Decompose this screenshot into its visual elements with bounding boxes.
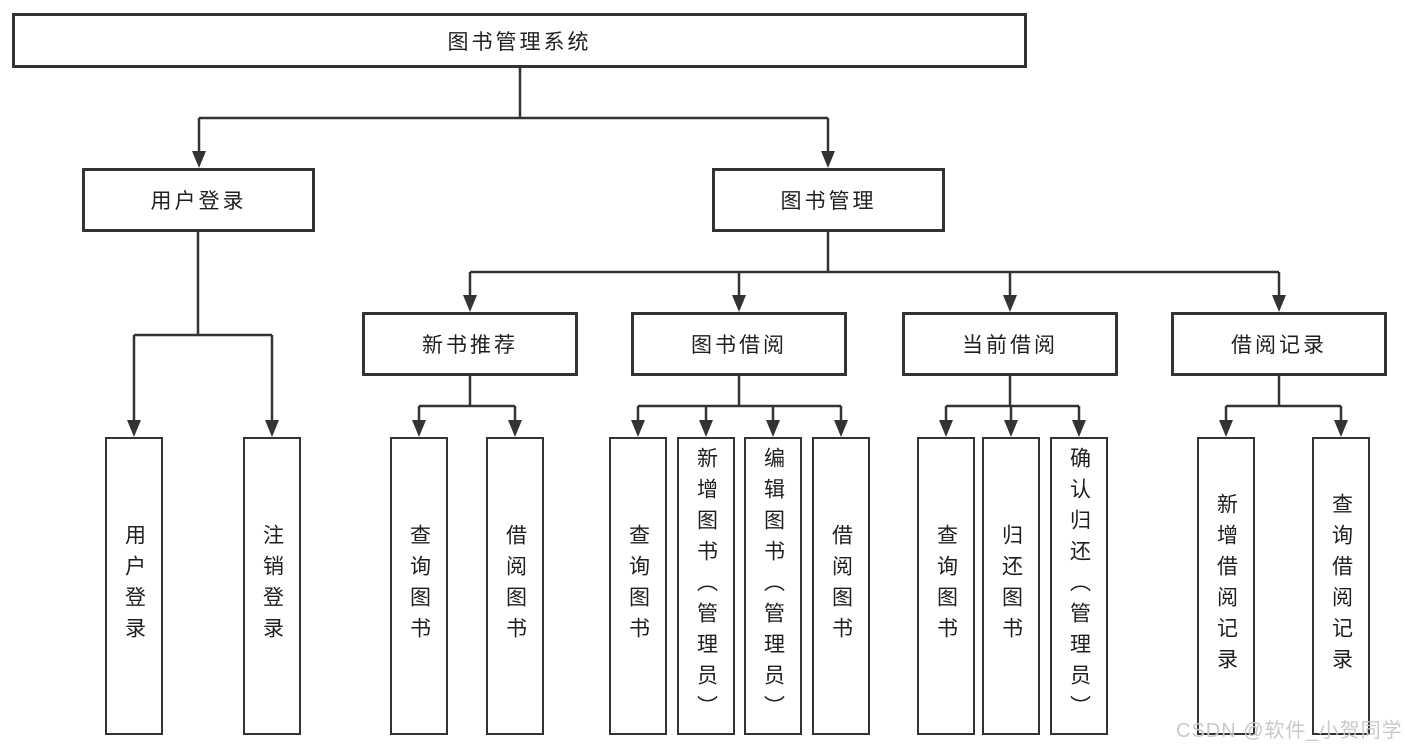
node-label: 用户登录 [150,190,247,213]
node-borrow-records: 借阅记录 [1171,312,1387,376]
leaf-label: 确认归还（管理员） [1067,446,1091,726]
leaf-query-book-current: 查询图书 [917,437,975,735]
node-book-management-group: 图书管理 [712,168,945,232]
leaf-confirm-return-admin: 确认归还（管理员） [1050,437,1108,735]
leaf-label: 用户登录 [122,524,146,648]
leaf-label: 新增借阅记录 [1214,493,1238,679]
leaf-edit-book-admin: 编辑图书（管理员） [744,437,802,735]
node-current-borrow: 当前借阅 [902,312,1118,376]
leaf-query-book-borrow: 查询图书 [609,437,667,735]
csdn-watermark: CSDN @软件_小贺同学 [1176,720,1403,742]
leaf-label: 查询图书 [626,524,650,648]
leaf-label: 归还图书 [999,524,1023,648]
node-user-login-group: 用户登录 [82,168,315,232]
node-label: 图书借阅 [691,334,787,357]
leaf-label: 注销登录 [260,524,284,648]
leaf-add-borrow-record: 新增借阅记录 [1197,437,1255,735]
leaf-label: 新增图书（管理员） [694,446,718,726]
node-label: 图书管理 [780,190,877,213]
leaf-label: 查询图书 [934,524,958,648]
leaf-query-borrow-record: 查询借阅记录 [1312,437,1370,735]
node-root-label: 图书管理系统 [447,30,592,54]
node-label: 当前借阅 [962,334,1058,357]
leaf-logout-login: 注销登录 [243,437,301,735]
node-label: 借阅记录 [1231,334,1327,357]
node-book-borrow: 图书借阅 [631,312,847,376]
node-new-book-recommend: 新书推荐 [362,312,578,376]
leaf-add-book-admin: 新增图书（管理员） [677,437,735,735]
leaf-label: 查询借阅记录 [1329,493,1353,679]
leaf-borrow-book: 借阅图书 [812,437,870,735]
leaf-return-book: 归还图书 [982,437,1040,735]
leaf-label: 借阅图书 [829,524,853,648]
node-label: 新书推荐 [422,334,518,357]
leaf-label: 借阅图书 [503,524,527,648]
leaf-borrow-book-recommend: 借阅图书 [486,437,544,735]
leaf-label: 编辑图书（管理员） [761,446,785,726]
node-root-system: 图书管理系统 [12,13,1027,68]
leaf-query-book-recommend: 查询图书 [390,437,448,735]
leaf-user-login: 用户登录 [105,437,163,735]
leaf-label: 查询图书 [407,524,431,648]
